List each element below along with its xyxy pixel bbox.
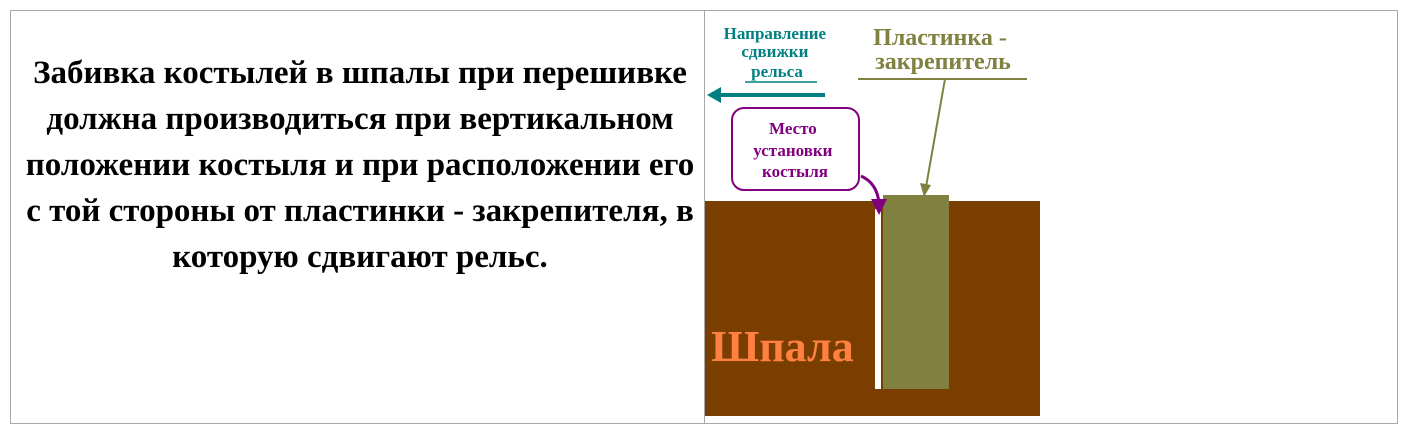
spike-place-line3: костыля: [762, 162, 828, 181]
svg-text:Направление сдвижки ре: Направление сдвижки рельса: [724, 24, 831, 81]
svg-text:Место установки костыл: Место установки костыля: [753, 119, 836, 181]
spike-place-pointer: [860, 174, 881, 204]
plate-pointer-head: [920, 183, 931, 197]
sleeper: [705, 201, 1040, 416]
direction-arrow: [707, 87, 825, 103]
direction-label-line3: рельса: [751, 62, 803, 81]
spike-place-line1: Место: [769, 119, 817, 138]
direction-label-line1: Направление: [724, 24, 827, 43]
cell-divider: [704, 10, 705, 424]
plate-fastener: [883, 195, 949, 389]
spike-slot: [875, 209, 881, 389]
sleeper-label: Шпала: [711, 322, 854, 371]
spike-diagram: Шпала Направление сдвижки рельса Пластин…: [705, 24, 1040, 416]
spike-place-line2: установки: [753, 141, 832, 160]
plate-label-line1: Пластинка -: [873, 25, 1007, 51]
spike-place-callout: [731, 107, 860, 191]
instruction-text: Забивка костылей в шпалы при перешивке д…: [25, 55, 695, 275]
plate-pointer: [925, 78, 946, 188]
spike-place-pointer-head: [871, 199, 887, 215]
svg-text:Пластинка - закрепитель: Пластинка - закрепитель: [873, 25, 1013, 75]
direction-label-line2: сдвижки: [741, 42, 808, 61]
plate-label-line2: закрепитель: [875, 49, 1011, 75]
